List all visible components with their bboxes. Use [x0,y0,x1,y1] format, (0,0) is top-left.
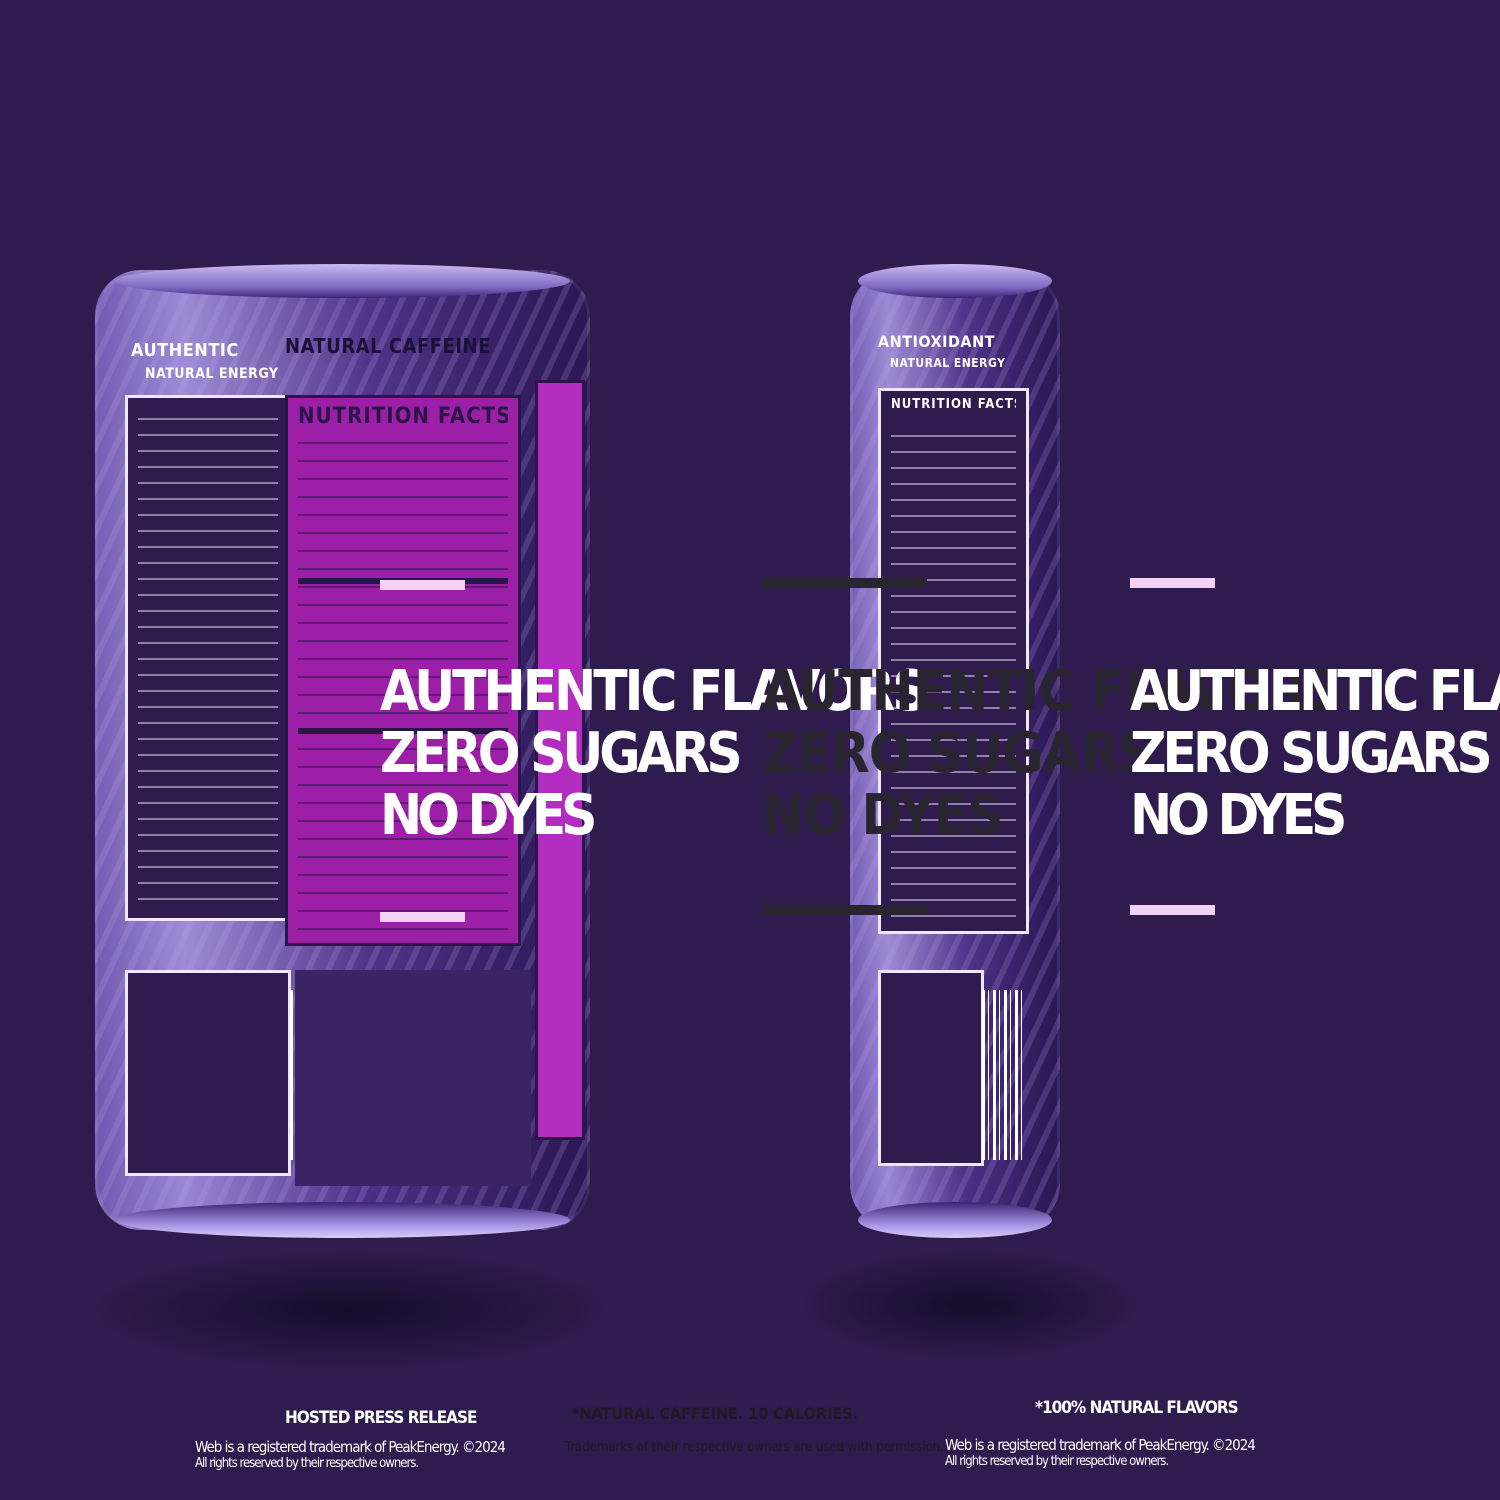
left-can-shadow [90,1250,610,1370]
footer-right-legal-2: All rights reserved by their respective … [945,1454,1169,1469]
left-can-nutrition-lines [298,442,508,933]
right-can: ANTIOXIDANT NATURAL ENERGY NUTRITION FAC… [850,264,1060,1238]
right-callout-line-1: AUTHENTIC FLAVORS [1130,659,1500,724]
left-can-sub-label: NATURAL ENERGY [145,366,279,382]
right-callout-line-3: NO DYES [1130,783,1347,848]
right-can-rim-bottom [858,1202,1052,1238]
middle-callout-rule-top [762,578,927,588]
left-can-side-stripe [535,380,585,1140]
right-callout-rule-bottom [1130,905,1215,915]
right-can-nutrition-lines [891,435,1016,921]
footer-left-legal-1: Web is a registered trademark of PeakEne… [195,1438,506,1456]
footer-right-legal-1: Web is a registered trademark of PeakEne… [945,1436,1256,1454]
right-can-rim-top [858,264,1052,298]
left-callout-line-1: AUTHENTIC FLAVORS [380,659,929,724]
left-can-top-banner: NATURAL CAFFEINE [285,334,491,358]
right-callout-line-2: ZERO SUGARS [1130,721,1493,786]
middle-callout-rule-bottom [762,905,927,915]
right-callout-rule-top [1130,578,1215,588]
right-can-bottom-panel [878,970,984,1166]
footer-middle-heading: *NATURAL CAFFEINE. 10 CALORIES. [572,1404,858,1423]
left-callout-line-3: NO DYES [380,783,597,848]
left-can: AUTHENTIC NATURAL ENERGY NATURAL CAFFEIN… [95,264,590,1238]
left-can-rim-top [114,264,571,298]
middle-callout-line-3: NO DYES [762,783,1003,848]
footer-middle-legal: Trademarks of their respective owners ar… [565,1440,944,1455]
middle-callout-line-1: AUTHENTIC FLAVORS [762,659,1343,724]
footer-left-heading: HOSTED PRESS RELEASE [285,1408,477,1428]
left-can-bottom-panel [125,970,291,1176]
left-can-ingredient-lines [138,418,278,908]
left-can-info-panel [295,970,531,1186]
left-can-nutrition-bar-2 [298,728,508,734]
left-callout-line-2: ZERO SUGARS [380,721,743,786]
right-can-nutrition-title: NUTRITION FACTS [891,397,1016,412]
left-can-nutrition-panel: NUTRITION FACTS [285,395,521,946]
left-can-top-label: AUTHENTIC [131,340,239,361]
left-can-nutrition-title: NUTRITION FACTS [298,404,508,429]
right-can-barcode [982,990,1022,1160]
middle-callout-line-2: ZERO SUGARS [762,721,1155,786]
left-callout-rule-bottom [380,912,465,922]
right-can-shadow [800,1250,1140,1360]
right-can-sub-label: NATURAL ENERGY [890,356,1006,370]
left-can-rim-bottom [114,1202,571,1238]
left-can-ingredients-panel [125,395,291,921]
right-can-nutrition-panel: NUTRITION FACTS [878,388,1029,934]
left-callout-rule-top [380,580,465,590]
footer-left-legal-2: All rights reserved by their respective … [195,1456,419,1471]
footer-right-heading: *100% NATURAL FLAVORS [1035,1398,1239,1418]
right-can-top-label: ANTIOXIDANT [878,332,995,351]
